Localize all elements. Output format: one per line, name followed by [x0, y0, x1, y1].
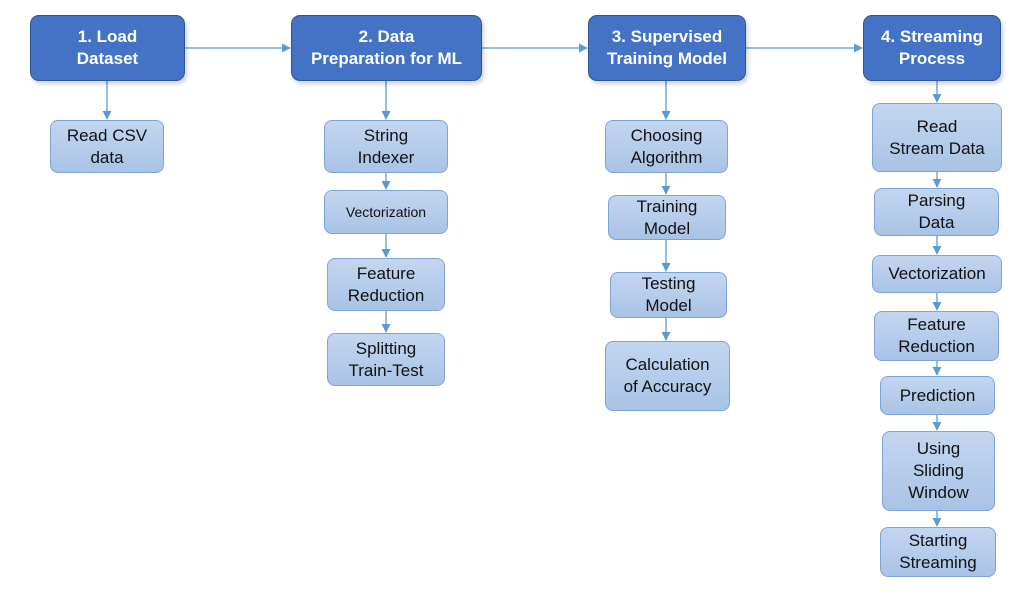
- step-vectorization: Vectorization: [324, 190, 448, 234]
- step-testing-model: Testing Model: [610, 272, 727, 318]
- step-calculation-of-accuracy: Calculation of Accuracy: [605, 341, 730, 411]
- step-label: Splitting Train-Test: [348, 338, 424, 380]
- step-label: Read Stream Data: [889, 116, 985, 158]
- stage-3-title: 3. Supervised Training Model: [607, 27, 727, 68]
- step-label: String Indexer: [357, 125, 415, 167]
- step-label: Read CSV data: [66, 125, 148, 167]
- step-label: Testing Model: [641, 274, 696, 315]
- step-label: Feature Reduction: [898, 315, 975, 356]
- step-vectorization-stream: Vectorization: [872, 255, 1002, 293]
- step-label: Vectorization: [345, 204, 427, 220]
- step-read-stream-data: Read Stream Data: [872, 103, 1002, 172]
- step-using-sliding-window: Using Sliding Window: [882, 431, 995, 511]
- step-feature-reduction-stream: Feature Reduction: [874, 311, 999, 361]
- step-label: Calculation of Accuracy: [623, 355, 712, 396]
- step-parsing-data: Parsing Data: [874, 188, 999, 236]
- stage-3-header: 3. Supervised Training Model: [588, 15, 746, 81]
- stage-2-header: 2. Data Preparation for ML: [291, 15, 482, 81]
- step-splitting-train-test: Splitting Train-Test: [327, 333, 445, 386]
- step-read-csv: Read CSV data: [50, 120, 164, 173]
- step-label: Starting Streaming: [899, 531, 977, 572]
- step-starting-streaming: Starting Streaming: [880, 527, 996, 577]
- step-label: Prediction: [899, 385, 976, 405]
- step-label: Training Model: [636, 196, 698, 238]
- step-label: Using Sliding Window: [908, 439, 969, 502]
- step-prediction: Prediction: [880, 376, 995, 415]
- step-label: Choosing Algorithm: [630, 125, 703, 167]
- stage-1-header: 1. Load Dataset: [30, 15, 185, 81]
- step-label: Feature Reduction: [347, 263, 425, 305]
- step-label: Vectorization: [888, 264, 986, 283]
- step-feature-reduction: Feature Reduction: [327, 258, 445, 311]
- step-training-model: Training Model: [608, 195, 726, 240]
- stage-4-title: 4. Streaming Process: [880, 27, 984, 68]
- step-choosing-algorithm: Choosing Algorithm: [605, 120, 728, 173]
- stage-1-title: 1. Load Dataset: [76, 27, 139, 68]
- stage-2-title: 2. Data Preparation for ML: [310, 27, 463, 68]
- stage-4-header: 4. Streaming Process: [863, 15, 1001, 81]
- step-string-indexer: String Indexer: [324, 120, 448, 173]
- step-label: Parsing Data: [907, 191, 966, 232]
